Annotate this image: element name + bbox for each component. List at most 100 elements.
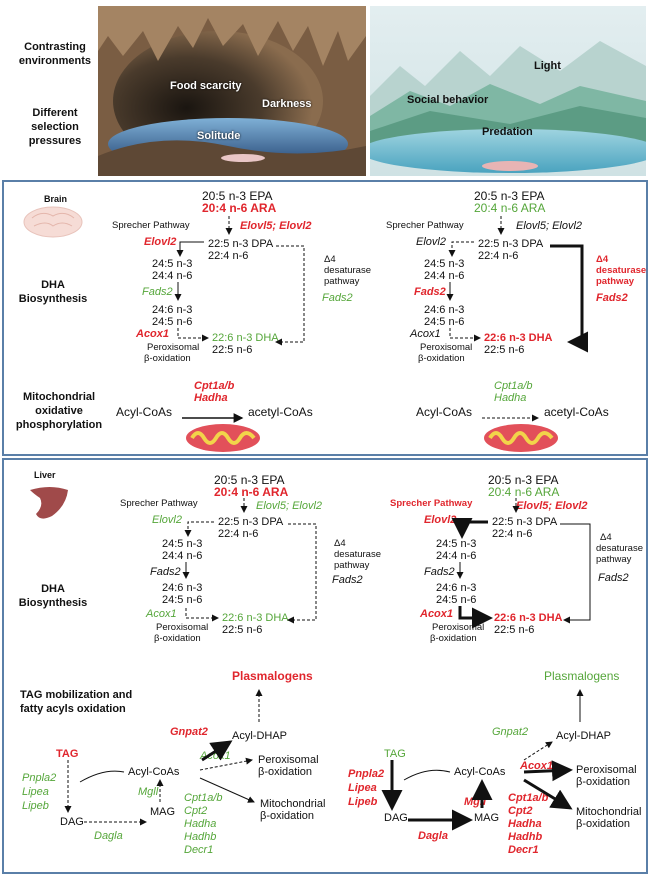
br-acox1: Acox1 xyxy=(410,328,441,340)
br-c24-5b: 24:5 n-6 xyxy=(424,316,465,328)
row-label-pressures: Different selection pressures xyxy=(28,107,82,147)
ll-dagla: Dagla xyxy=(94,830,123,842)
bl-dpa: 22:5 n-3 DPA xyxy=(208,238,274,250)
ll-dpa: 22:5 n-3 DPA xyxy=(218,516,284,528)
brain-panel: Brain DHA Biosynthesis Mitochondrial oxi… xyxy=(2,180,648,456)
bl-dha: 22:6 n-3 DHA xyxy=(212,332,279,344)
lr-plasmalogens: Plasmalogens xyxy=(544,669,620,683)
lr-tag: TAG xyxy=(384,748,406,760)
lr-gnpat2: Gnpat2 xyxy=(492,726,529,738)
lr-decr1: Decr1 xyxy=(508,844,539,856)
bl-perox2: β-oxidation xyxy=(144,353,191,364)
ll-fads2-left: Fads2 xyxy=(150,566,181,578)
lr-perox-b2: β-oxidation xyxy=(576,776,631,788)
lr-c24-6: 24:6 n-3 xyxy=(436,582,477,594)
ll-ara: 20:4 n-6 ARA xyxy=(214,485,289,499)
ll-hadhb: Hadhb xyxy=(184,831,217,843)
lr-acox1b: Acox1 xyxy=(520,760,554,772)
bl-acyl: Acyl-CoAs xyxy=(116,405,173,419)
br-epa: 20:5 n-3 EPA xyxy=(474,189,545,203)
br-d4-3: pathway xyxy=(596,276,635,287)
lr-dag: DAG xyxy=(384,812,408,824)
bl-c24-4: 24:4 n-6 xyxy=(152,270,193,282)
ll-plasmalogens: Plasmalogens xyxy=(232,669,313,683)
ll-acox1: Acox1 xyxy=(146,608,177,620)
surface-predation: Predation xyxy=(482,126,533,138)
ll-dha: 22:6 n-3 DHA xyxy=(222,612,289,624)
liver-icon xyxy=(30,487,68,519)
row-label-environments: Contrasting environments xyxy=(18,41,92,67)
br-hadha: Hadha xyxy=(494,392,527,404)
lr-elovl2: Elovl2 xyxy=(424,514,457,526)
bl-sprecher: Sprecher Pathway xyxy=(112,220,190,231)
bl-acox1: Acox1 xyxy=(136,328,170,340)
lr-sprecher: Sprecher Pathway xyxy=(390,498,473,509)
bl-acetyl: acetyl-CoAs xyxy=(248,405,313,419)
bl-elovl2: Elovl2 xyxy=(144,236,177,248)
lr-cpt2: Cpt2 xyxy=(508,805,533,817)
br-perox1: Peroxisomal xyxy=(420,342,473,353)
lr-dagla: Dagla xyxy=(418,830,448,842)
bl-hadha: Hadha xyxy=(194,392,228,404)
br-fads2-right: Fads2 xyxy=(596,292,628,304)
surface-illustration xyxy=(370,6,646,176)
ll-epa: 20:5 n-3 EPA xyxy=(214,473,285,487)
lr-fads2-right: Fads2 xyxy=(598,572,629,584)
lr-c24-5: 24:5 n-3 xyxy=(436,538,477,550)
brain-organ-label: Brain xyxy=(44,194,68,204)
ll-hadha: Hadha xyxy=(184,818,217,830)
br-d4-1: Δ4 xyxy=(596,254,609,265)
brain-icon xyxy=(23,206,83,238)
br-d4-2: desaturase xyxy=(596,265,647,276)
bl-ara: 20:4 n-6 ARA xyxy=(202,201,277,215)
br-c24-6: 24:6 n-3 xyxy=(424,304,465,316)
lr-dha6: 22:5 n-6 xyxy=(494,624,535,636)
ll-gnpat2: Gnpat2 xyxy=(170,726,208,738)
lr-perox2: β-oxidation xyxy=(430,633,477,644)
lr-ara: 20:4 n-6 ARA xyxy=(488,485,560,499)
lr-dpa: 22:5 n-3 DPA xyxy=(492,516,558,528)
ll-mito1: Mitochondrial xyxy=(260,798,326,810)
lr-dha: 22:6 n-3 DHA xyxy=(494,612,563,624)
brain-dha-label: DHA Biosynthesis xyxy=(18,279,88,305)
ll-mgll: Mgll xyxy=(138,786,159,798)
bl-cpt: Cpt1a/b xyxy=(194,380,235,392)
ll-lipea: Lipea xyxy=(22,786,49,798)
ll-decr1: Decr1 xyxy=(184,844,214,856)
lr-pnpla2: Pnpla2 xyxy=(348,768,385,780)
bl-elovl5: Elovl5; Elovl2 xyxy=(240,220,312,232)
ll-acylcoas: Acyl-CoAs xyxy=(128,766,180,778)
bl-d4-2: desaturase xyxy=(324,265,372,276)
bl-fads2-left: Fads2 xyxy=(142,286,173,298)
liver-tag-label: TAG mobilization and fatty acyls oxidati… xyxy=(20,689,133,715)
environment-panel: Contrasting environments Different selec… xyxy=(2,2,648,178)
ll-c24-4: 24:4 n-6 xyxy=(162,550,203,562)
liver-panel: Liver DHA Biosynthesis TAG mobilization … xyxy=(2,458,648,874)
br-elovl5: Elovl5; Elovl2 xyxy=(516,220,583,232)
lr-dpa6: 22:4 n-6 xyxy=(492,528,533,540)
lr-hadha: Hadha xyxy=(508,818,542,830)
surface-light: Light xyxy=(534,60,561,72)
lr-fads2-left: Fads2 xyxy=(424,566,455,578)
br-cpt: Cpt1a/b xyxy=(494,380,533,392)
liver-arrows xyxy=(64,498,591,831)
cave-illustration xyxy=(98,6,366,176)
liver-organ-label: Liver xyxy=(34,470,56,480)
br-ara: 20:4 n-6 ARA xyxy=(474,201,546,215)
surface-social-behavior: Social behavior xyxy=(407,94,489,106)
ll-fads2-right: Fads2 xyxy=(332,574,363,586)
lr-lipeb: Lipeb xyxy=(348,796,378,808)
ll-dpa6: 22:4 n-6 xyxy=(218,528,259,540)
ll-d4-3: pathway xyxy=(334,560,370,571)
lr-perox-b1: Peroxisomal xyxy=(576,764,637,776)
bl-epa: 20:5 n-3 EPA xyxy=(202,189,273,203)
ll-elovl2: Elovl2 xyxy=(152,514,182,526)
ll-lipeb: Lipeb xyxy=(22,800,49,812)
brain-arrows xyxy=(174,216,588,423)
ll-cpt2: Cpt2 xyxy=(184,805,208,817)
cave-darkness: Darkness xyxy=(262,98,312,110)
ll-perox1: Peroxisomal xyxy=(156,622,209,633)
ll-perox2: β-oxidation xyxy=(154,633,201,644)
bl-d4-1: Δ4 xyxy=(324,254,336,265)
br-acetyl: acetyl-CoAs xyxy=(544,405,609,419)
